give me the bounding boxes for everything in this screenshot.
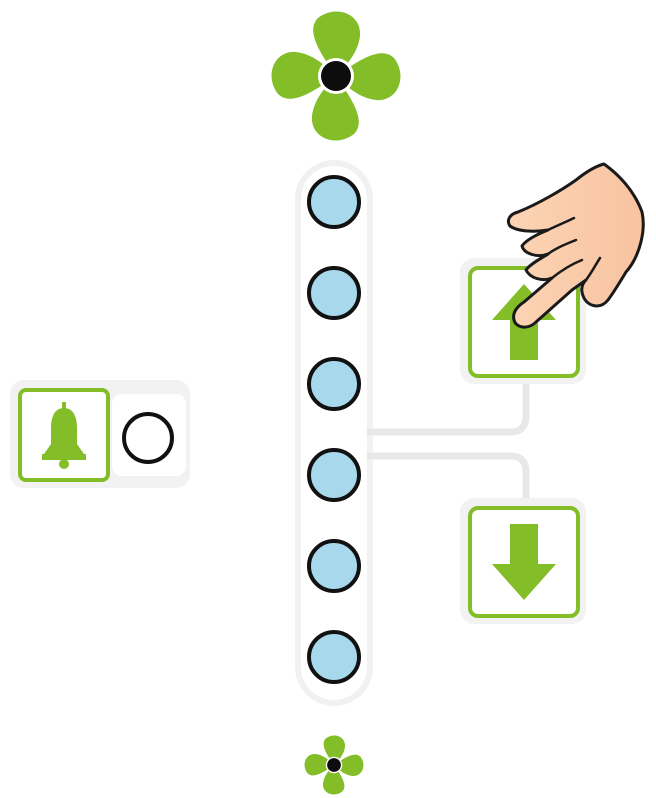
speed-level-light xyxy=(309,359,359,409)
bell-icon xyxy=(36,400,92,472)
button-connectors xyxy=(360,370,550,510)
arrow-down-icon xyxy=(490,522,558,602)
speed-level-light xyxy=(309,541,359,591)
alarm-button[interactable] xyxy=(18,388,110,482)
decrease-speed-button[interactable] xyxy=(460,498,586,624)
alarm-indicator-light xyxy=(118,408,178,468)
pointing-hand-icon xyxy=(496,160,652,340)
fan-high-icon xyxy=(266,6,406,146)
speed-level-light xyxy=(309,632,359,682)
speed-level-light xyxy=(309,177,359,227)
fan-low-icon xyxy=(302,733,366,797)
speed-level-light xyxy=(309,268,359,318)
speed-level-light xyxy=(309,450,359,500)
